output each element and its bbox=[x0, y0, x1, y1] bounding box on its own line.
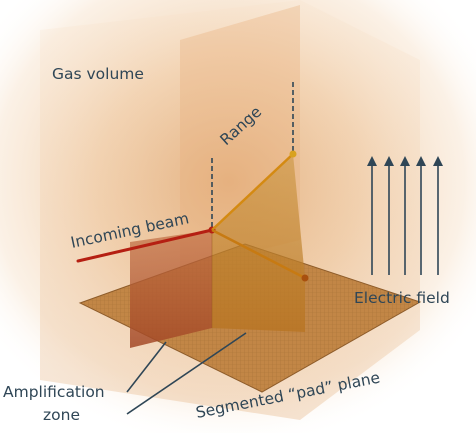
gas-volume-label: Gas volume bbox=[52, 65, 144, 83]
range-plane bbox=[211, 154, 305, 332]
amplification-zone-label-line1: Amplification bbox=[3, 383, 105, 401]
field-arrow bbox=[384, 156, 394, 275]
amplification-leader-1 bbox=[126, 341, 167, 393]
track-lower bbox=[211, 228, 306, 280]
field-arrow bbox=[400, 156, 410, 275]
field-arrow bbox=[416, 156, 426, 275]
amplification-leader-2 bbox=[126, 332, 247, 415]
amplification-zone-label-line2: zone bbox=[43, 406, 80, 424]
track-upper bbox=[211, 153, 294, 231]
track-lower-end bbox=[301, 274, 309, 282]
electric-field-arrows bbox=[367, 156, 443, 275]
track-upper-end bbox=[289, 150, 297, 158]
electric-field-label: Electric field bbox=[354, 289, 450, 307]
amplification-zone bbox=[130, 230, 212, 348]
field-arrow bbox=[433, 156, 443, 275]
field-arrow bbox=[367, 156, 377, 275]
incoming-beam-line bbox=[76, 228, 214, 263]
